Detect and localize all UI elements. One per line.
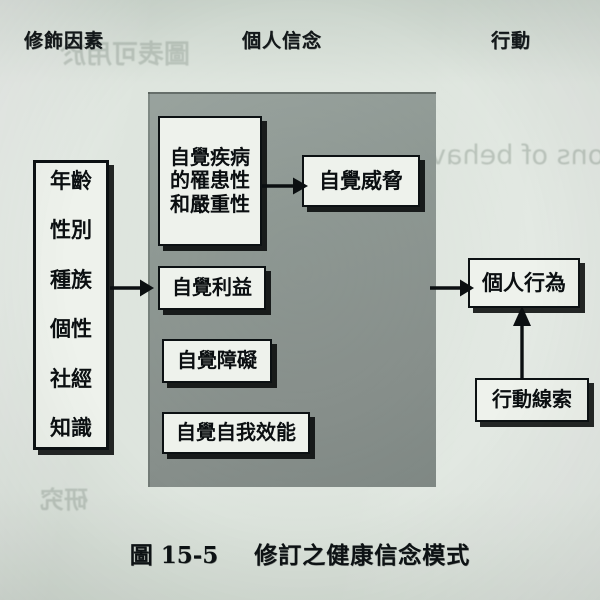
heading-action: 行動 <box>491 30 532 52</box>
box-cues-to-action: 行動線索 <box>475 378 589 422</box>
arrow-up-icon-cues-to-behavior <box>513 306 531 380</box>
box-perceived-benefits: 自覺利益 <box>158 266 266 310</box>
figure-number: 圖 15-5 <box>129 542 219 569</box>
susceptibility-line-2: 的罹患性 <box>170 168 250 193</box>
modifying-factor-item: 社經 <box>50 366 92 391</box>
modifying-factor-item: 知識 <box>50 416 92 441</box>
figure-caption: 圖 15-5 修訂之健康信念模式 <box>0 536 600 570</box>
modifying-factor-item: 種族 <box>50 267 92 292</box>
heading-modifying-factors: 修飾因素 <box>24 30 105 52</box>
modifying-factor-item: 性別 <box>50 218 92 243</box>
box-individual-behavior: 個人行為 <box>468 258 580 308</box>
susceptibility-line-3: 和嚴重性 <box>170 191 250 216</box>
box-perceived-threat: 自覺威脅 <box>302 155 420 207</box>
box-modifying-factors: 年齡 性別 種族 個性 社經 知識 <box>33 160 109 450</box>
susceptibility-line-1: 自覺疾病 <box>170 144 250 169</box>
figure-title: 修訂之健康信念模式 <box>254 543 471 569</box>
bleed-text-mid: ations of behav <box>430 140 600 171</box>
modifying-factor-item: 年齡 <box>50 169 92 193</box>
box-perceived-barriers: 自覺障礙 <box>162 339 272 383</box>
box-perceived-susceptibility-severity: 自覺疾病 的罹患性 和嚴重性 <box>158 116 262 246</box>
heading-individual-beliefs: 個人信念 <box>242 30 323 52</box>
bleed-text-low: 研究 <box>40 486 88 514</box>
box-perceived-self-efficacy: 自覺自我效能 <box>162 412 310 454</box>
modifying-factor-item: 個性 <box>50 317 92 342</box>
